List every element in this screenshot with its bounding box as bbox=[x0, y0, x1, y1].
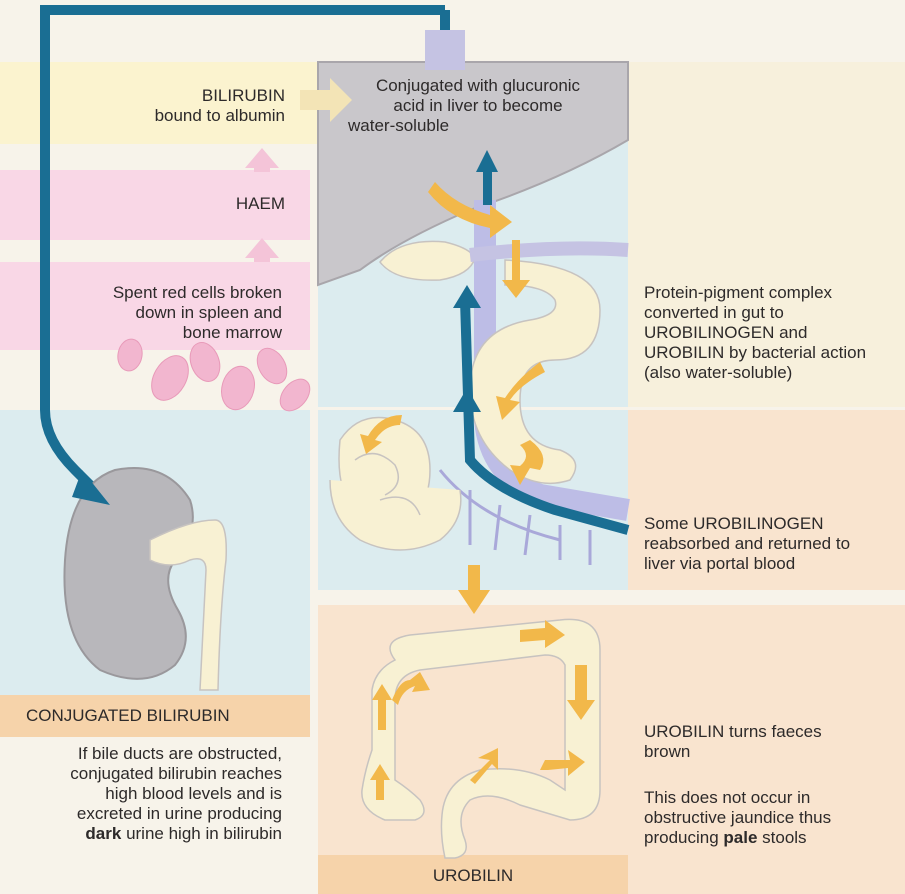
spent-cells-line-1: Spent red cells broken bbox=[20, 283, 282, 303]
obstruction-line-1: If bile ducts are obstructed, bbox=[10, 744, 282, 764]
protein-pigment-line-3: UROBILINOGEN and bbox=[644, 323, 905, 343]
not-occur-line-3-post: stools bbox=[757, 828, 806, 847]
conjugated-liver-label: Conjugated with glucuronic acid in liver… bbox=[348, 76, 608, 136]
conjugated-liver-line-3: water-soluble bbox=[348, 116, 608, 136]
protein-pigment-label: Protein-pigment complex converted in gut… bbox=[644, 283, 905, 383]
obstruction-line-2: conjugated bilirubin reaches bbox=[10, 764, 282, 784]
not-occur-label: This does not occur in obstructive jaund… bbox=[644, 788, 899, 848]
pale-emphasis: pale bbox=[723, 828, 757, 847]
protein-pigment-line-1: Protein-pigment complex bbox=[644, 283, 905, 303]
blue-liver-up-arrow-stem bbox=[483, 170, 492, 205]
spent-cells-label: Spent red cells broken down in spleen an… bbox=[20, 283, 282, 343]
obstruction-line-3: high blood levels and is bbox=[10, 784, 282, 804]
colon bbox=[362, 619, 600, 858]
reabsorbed-line-2: reabsorbed and returned to bbox=[644, 534, 904, 554]
red-cells-illustration bbox=[115, 337, 315, 416]
reabsorbed-label: Some UROBILINOGEN reabsorbed and returne… bbox=[644, 514, 904, 574]
spent-cells-line-2: down in spleen and bbox=[20, 303, 282, 323]
bilirubin-label: BILIRUBIN bound to albumin bbox=[60, 86, 285, 126]
protein-pigment-line-4: UROBILIN by bacterial action bbox=[644, 343, 905, 363]
conjugated-bilirubin-header: CONJUGATED BILIRUBIN bbox=[26, 706, 306, 726]
protein-pigment-line-5: (also water-soluble) bbox=[644, 363, 905, 383]
urobilin-faeces-line-2: brown bbox=[644, 742, 899, 762]
kidney-illustration bbox=[64, 468, 192, 679]
urobilin-faeces-label: UROBILIN turns faeces brown bbox=[644, 722, 899, 762]
not-occur-line-2: obstructive jaundice thus bbox=[644, 808, 899, 828]
obstruction-line-5: dark urine high in bilirubin bbox=[10, 824, 282, 844]
conjugated-liver-line-1: Conjugated with glucuronic bbox=[348, 76, 608, 96]
bilirubin-title: BILIRUBIN bbox=[60, 86, 285, 106]
spent-cells-line-3: bone marrow bbox=[20, 323, 282, 343]
bilirubin-subtitle: bound to albumin bbox=[60, 106, 285, 126]
reabsorbed-line-1: Some UROBILINOGEN bbox=[644, 514, 904, 534]
not-occur-line-3: producing pale stools bbox=[644, 828, 899, 848]
obstruction-line-4: excreted in urine producing bbox=[10, 804, 282, 824]
conjugated-liver-line-2: acid in liver to become bbox=[348, 96, 608, 116]
pink-arrow-up-1 bbox=[245, 148, 279, 172]
splenic-vein bbox=[470, 248, 628, 255]
not-occur-line-3-pre: producing bbox=[644, 828, 723, 847]
hepatic-vessel bbox=[425, 30, 465, 70]
haem-label: HAEM bbox=[60, 194, 285, 214]
obstruction-line-5-rest: urine high in bilirubin bbox=[121, 824, 282, 843]
urobilin-footer: UROBILIN bbox=[318, 866, 628, 886]
pink-arrow-up-2 bbox=[245, 238, 279, 262]
protein-pigment-line-2: converted in gut to bbox=[644, 303, 905, 323]
not-occur-line-1: This does not occur in bbox=[644, 788, 899, 808]
reabsorbed-line-3: liver via portal blood bbox=[644, 554, 904, 574]
urobilin-faeces-line-1: UROBILIN turns faeces bbox=[644, 722, 899, 742]
dark-emphasis: dark bbox=[85, 824, 121, 843]
small-intestine bbox=[330, 418, 461, 551]
obstruction-text: If bile ducts are obstructed, conjugated… bbox=[10, 744, 282, 844]
